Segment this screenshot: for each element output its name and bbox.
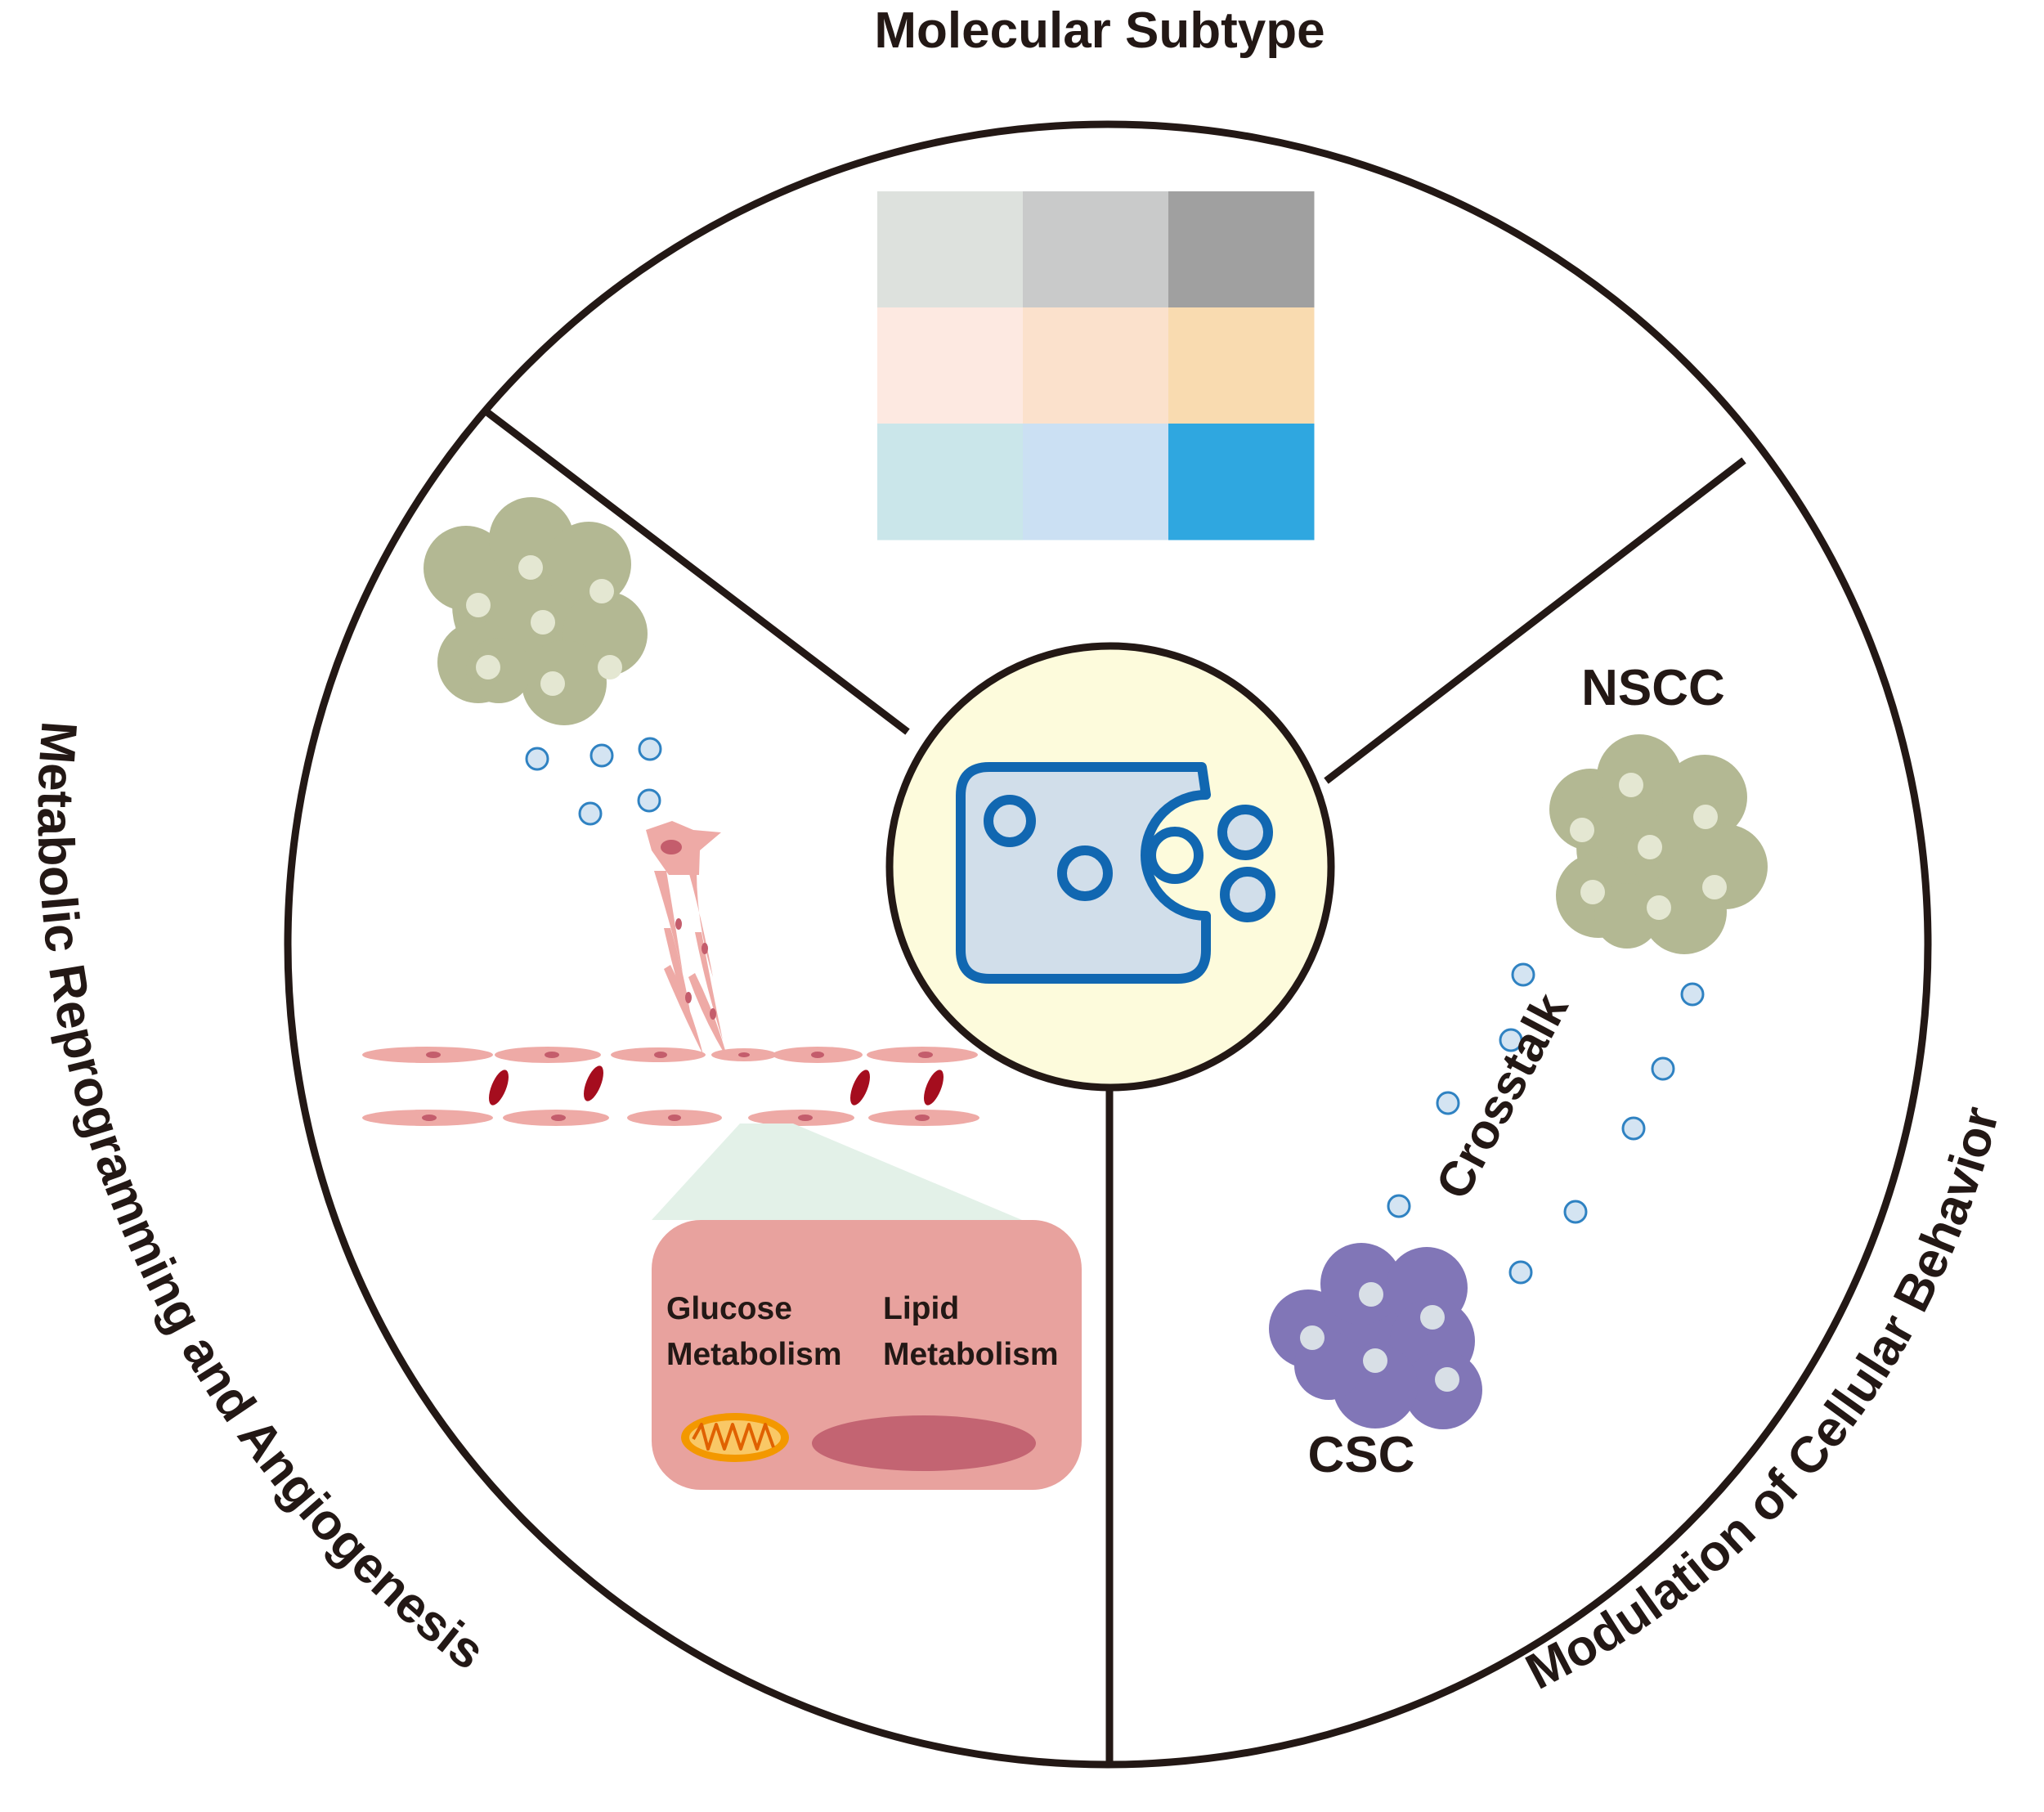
red-blood-cells [489,1065,944,1106]
heatmap-cell [877,424,1024,540]
organelle-icon [1057,845,1113,901]
angiogenic-sprout [646,821,728,1059]
heatmap-cell [877,191,1024,308]
csc-cluster [1269,1243,1482,1429]
vesicle-icon [1220,867,1275,922]
nucleus-icon [1146,827,1204,884]
blood-vessel [362,1047,979,1126]
label-metabolic-reprogramming: Metabolic Reprogramming and Angiogenesis [27,720,495,1681]
heatmap-cell [1023,424,1169,540]
lipid-label-line1: Lipid [883,1291,959,1326]
zoom-wedge [652,1124,1022,1220]
lipid-label-line2: Metabolism [883,1337,1059,1372]
cell-body-icon [956,762,1211,984]
label-right-arc: Modulation of Cellular Behavior [1517,1101,2010,1701]
nscc-cluster [1549,734,1768,954]
subtype-heatmap [877,191,1315,540]
lipid-droplet-icon [812,1415,1036,1471]
tumor-cluster-left [424,497,648,725]
center-cell [885,642,1335,1092]
vesicle-icon [1217,805,1273,860]
vesicles-left [525,737,662,826]
heatmap-cell [1023,307,1169,424]
heatmap-cell [877,307,1024,424]
label-modulation-cellular-behavior: Modulation of Cellular Behavior [1517,1101,2010,1701]
organelle-icon [984,795,1036,847]
nscc-label: NSCC [1581,660,1725,716]
divider-upper-left [482,407,910,735]
glucose-label-line1: Glucose [666,1291,792,1326]
glucose-label-line2: Metabolism [666,1337,842,1372]
csc-label: CSC [1308,1427,1415,1483]
heatmap-cell [1023,191,1169,308]
tip-cell [646,821,721,875]
vesicles-crosstalk [1387,962,1705,1285]
heatmap-cell [1168,307,1315,424]
mitochondrion-icon [681,1413,789,1462]
heatmap-cell [1168,191,1315,308]
label-left-arc: Metabolic Reprogramming and Angiogenesis [27,720,495,1681]
divider-upper-right [1324,457,1746,784]
heatmap-cell [1168,424,1315,540]
title-molecular-subtype: Molecular Subtype [874,2,1325,59]
